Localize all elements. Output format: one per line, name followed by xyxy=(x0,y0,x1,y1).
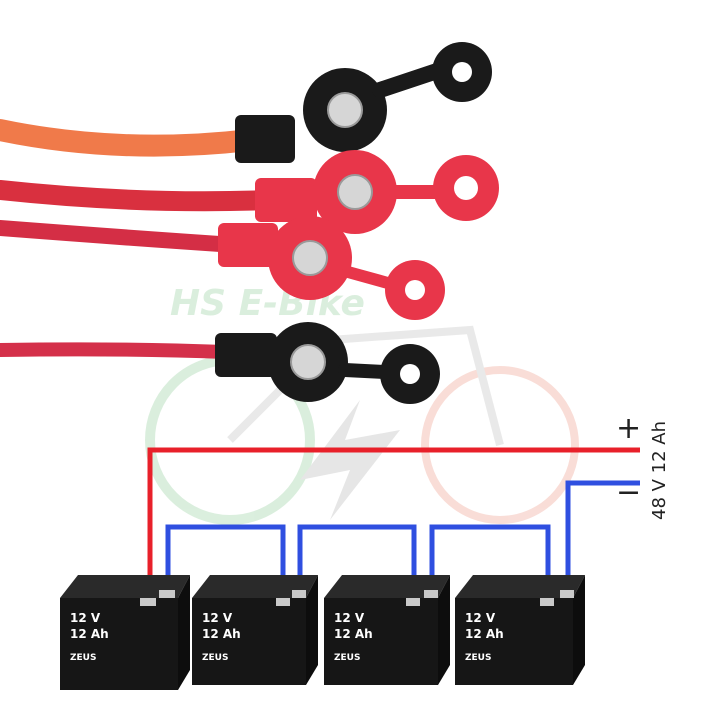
cable-4 xyxy=(0,322,440,404)
battery-1-terminal-positive xyxy=(140,598,156,606)
negative-wire xyxy=(565,480,640,600)
negative-symbol: − xyxy=(616,475,641,510)
positive-wire xyxy=(147,447,640,605)
cable-3-wire xyxy=(0,220,243,253)
battery-3-voltage: 12 V xyxy=(334,611,365,625)
battery-4-brand: ZEUS xyxy=(465,653,491,663)
cable-1-terminal xyxy=(327,92,363,128)
battery-4-body xyxy=(455,598,573,685)
cable-1-wire xyxy=(0,119,261,157)
positive-symbol: + xyxy=(616,411,641,446)
cable-3-boot xyxy=(218,223,278,267)
battery-1: 12 V 12 Ah ZEUS xyxy=(60,575,190,690)
battery-4-terminal-negative xyxy=(560,590,574,598)
battery-2-body xyxy=(192,598,306,685)
battery-2: 12 V 12 Ah ZEUS xyxy=(192,575,318,685)
battery-1-capacity: 12 Ah xyxy=(70,627,109,641)
battery-2-voltage: 12 V xyxy=(202,611,233,625)
spec-label: 48 V 12 Ah xyxy=(649,421,670,520)
battery-4-terminal-positive xyxy=(540,598,554,606)
battery-4-voltage: 12 V xyxy=(465,611,496,625)
cable-3-cap-hole xyxy=(405,280,425,300)
watermark-wheel-right xyxy=(421,366,579,524)
battery-3-terminal-negative xyxy=(424,590,438,598)
cable-2-wire xyxy=(0,180,280,212)
battery-1-top xyxy=(60,575,190,598)
cable-2-boot xyxy=(255,178,317,222)
battery-2-terminal-negative xyxy=(292,590,306,598)
battery-3-body xyxy=(324,598,438,685)
cable-2 xyxy=(0,150,499,234)
cable-3-terminal xyxy=(292,240,328,276)
cable-4-terminal xyxy=(290,344,326,380)
battery-3-capacity: 12 Ah xyxy=(334,627,373,641)
battery-2-brand: ZEUS xyxy=(202,653,228,663)
cable-4-cap-hole xyxy=(400,364,420,384)
wiring-lines xyxy=(147,447,640,605)
cable-1 xyxy=(0,42,492,163)
cable-3 xyxy=(0,216,445,320)
cable-1-boot xyxy=(235,115,295,163)
cable-4-boot xyxy=(215,333,277,377)
cable-1-cap-hole xyxy=(452,62,472,82)
battery-1-terminal-negative xyxy=(159,590,175,598)
battery-3-terminal-positive xyxy=(406,598,420,606)
cable-4-strap xyxy=(338,363,392,379)
lightning-icon xyxy=(300,400,400,520)
battery-3-side xyxy=(438,575,450,685)
battery-3: 12 V 12 Ah ZEUS xyxy=(324,575,450,685)
cable-2-cap-hole xyxy=(454,176,478,200)
cable-1-strap xyxy=(372,62,448,98)
battery-4: 12 V 12 Ah ZEUS xyxy=(455,575,585,685)
cable-2-terminal xyxy=(337,174,373,210)
battery-1-brand: ZEUS xyxy=(70,653,96,663)
battery-4-top xyxy=(455,575,585,598)
battery-2-capacity: 12 Ah xyxy=(202,627,241,641)
cable-4-wire xyxy=(0,342,232,359)
battery-1-voltage: 12 V xyxy=(70,611,101,625)
battery-3-top xyxy=(324,575,450,598)
battery-2-terminal-positive xyxy=(276,598,290,606)
watermark-logo: HS E-Bike xyxy=(145,283,579,525)
series-link-2 xyxy=(297,524,417,595)
battery-4-capacity: 12 Ah xyxy=(465,627,504,641)
battery-4-side xyxy=(573,575,585,685)
series-link-3 xyxy=(429,524,551,595)
series-link-1 xyxy=(165,524,286,595)
battery-1-body xyxy=(60,598,178,690)
battery-3-brand: ZEUS xyxy=(334,653,360,663)
battery-2-side xyxy=(306,575,318,685)
battery-1-side xyxy=(178,575,190,690)
battery-2-top xyxy=(192,575,318,598)
